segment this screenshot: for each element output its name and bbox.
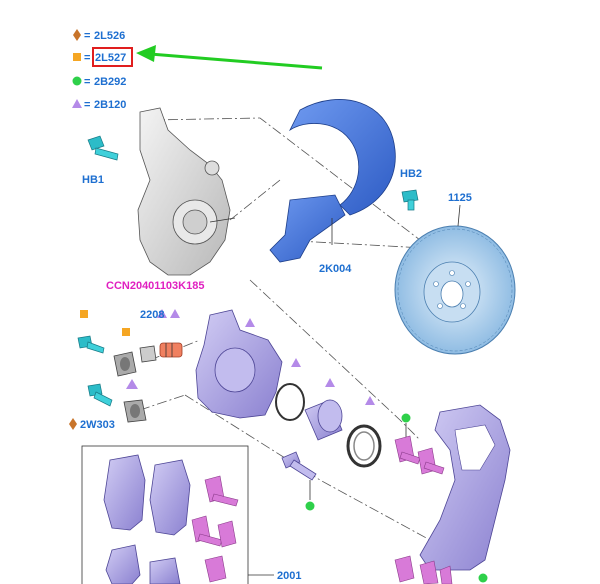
legend-item-2b120: = 2B120	[72, 99, 126, 111]
pad-clips-lower	[394, 555, 453, 584]
circle-marker-icon	[305, 501, 315, 511]
label-1125: 1125	[448, 192, 472, 204]
caliper-housing	[195, 309, 283, 419]
legend-code: 2B120	[94, 99, 126, 111]
brake-pad-kit	[81, 445, 274, 584]
triangle-marker-icon	[291, 358, 301, 367]
circle-marker-icon	[478, 573, 488, 583]
triangle-marker-icon	[325, 378, 335, 387]
triangle-marker-icon	[126, 379, 138, 389]
caliper-bolts	[77, 310, 183, 423]
triangle-marker-icon	[72, 99, 82, 108]
legend: = 2L526 = 2L527 = 2B292 = 2B120	[72, 29, 133, 111]
dust-boot	[346, 396, 382, 468]
bolt-hb2	[401, 189, 419, 211]
legend-separator: =	[84, 30, 90, 42]
square-marker-icon	[80, 310, 88, 318]
triangle-marker-icon	[170, 309, 180, 318]
splash-shield	[269, 99, 396, 263]
pad-clips-upper	[394, 435, 445, 475]
guide-pin	[281, 451, 317, 511]
caliper-piston	[304, 378, 343, 441]
label-hb2: HB2	[400, 168, 422, 180]
brake-disc	[394, 204, 516, 355]
highlight-box	[92, 47, 133, 67]
label-2w303: 2W303	[80, 419, 115, 431]
label-hb1: HB1	[82, 174, 104, 186]
legend-code: 2B292	[94, 76, 126, 88]
assembly-lines	[139, 117, 461, 541]
triangle-marker-icon	[157, 309, 167, 318]
square-marker-icon	[122, 328, 130, 336]
legend-separator: =	[84, 52, 90, 64]
label-2208: 2208	[140, 309, 164, 321]
square-marker-icon	[73, 53, 81, 61]
legend-item-2b292: = 2B292	[72, 76, 126, 88]
diamond-marker-icon	[73, 29, 81, 41]
triangle-marker-icon	[245, 318, 255, 327]
caliper-seal	[275, 358, 305, 421]
label-2001: 2001	[277, 570, 301, 582]
label-2k004: 2K004	[319, 263, 352, 275]
steering-knuckle	[137, 107, 236, 276]
legend-code: 2L527	[95, 52, 126, 64]
triangle-marker-icon	[365, 396, 375, 405]
diamond-marker-icon	[69, 418, 77, 430]
annotation-arrow	[136, 45, 323, 70]
label-knuckle: CCN20401103K185	[106, 280, 204, 292]
legend-item-2l526: = 2L526	[73, 29, 125, 42]
legend-separator: =	[84, 76, 90, 88]
circle-marker-icon	[72, 76, 82, 86]
legend-separator: =	[84, 99, 90, 111]
bolt-hb1	[87, 135, 119, 161]
legend-code: 2L526	[94, 30, 125, 42]
caliper-bracket	[401, 404, 511, 583]
circle-marker-icon	[401, 413, 411, 423]
legend-item-2l527: = 2L527	[73, 47, 133, 67]
